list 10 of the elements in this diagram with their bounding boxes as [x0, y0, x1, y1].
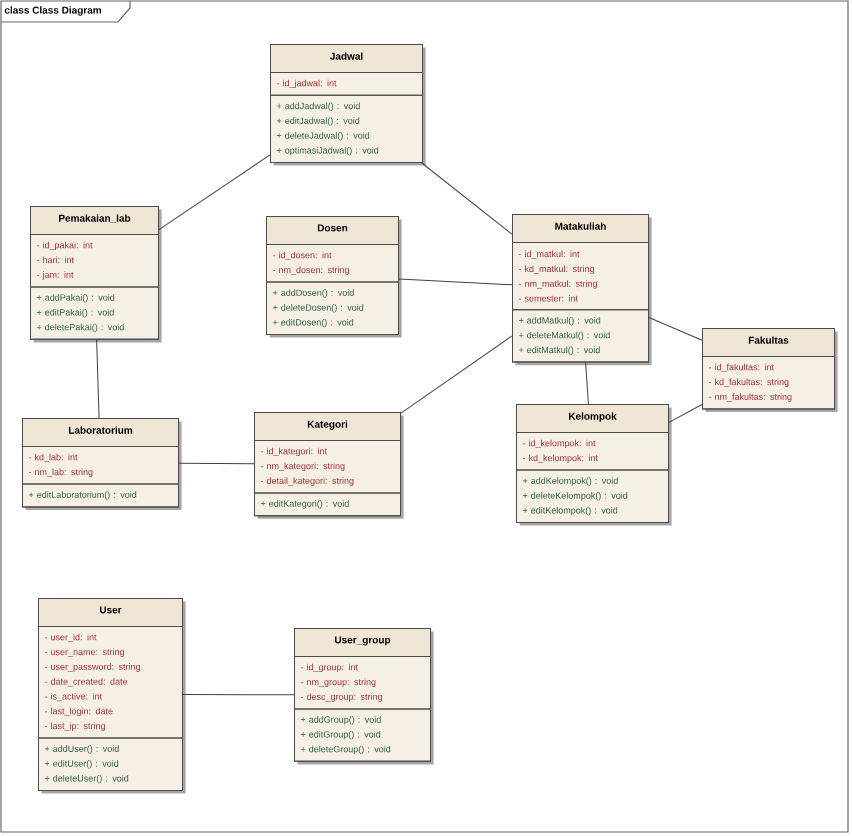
association-line	[421, 162, 513, 235]
association-line	[182, 694, 295, 696]
association-line	[648, 317, 703, 341]
association-line	[398, 278, 513, 286]
association-line	[668, 404, 703, 423]
association-line	[400, 335, 513, 414]
association-line	[96, 339, 100, 419]
association-line	[178, 462, 255, 465]
association-line	[158, 154, 271, 231]
association-line	[585, 362, 589, 405]
